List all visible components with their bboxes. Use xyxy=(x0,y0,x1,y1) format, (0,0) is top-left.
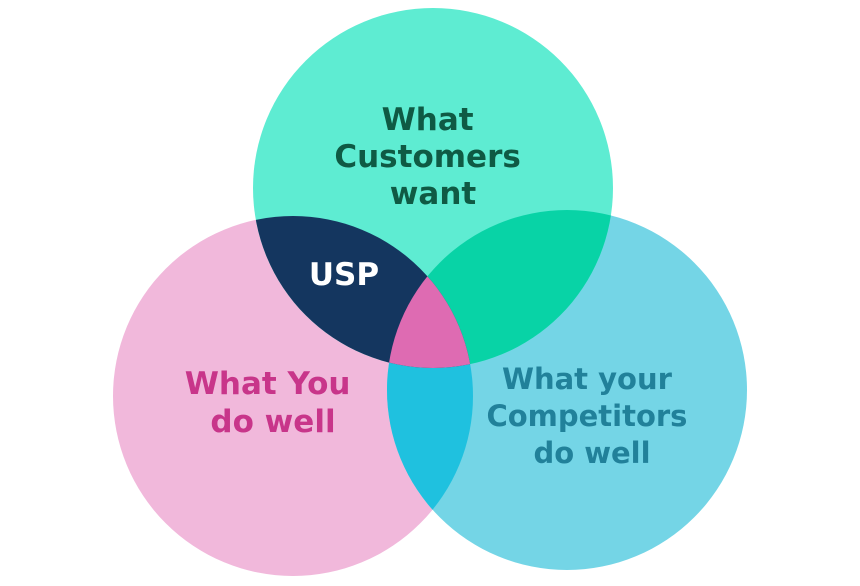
label-line: Competitors xyxy=(486,399,687,433)
label-what-you-do-well: What You do well xyxy=(185,366,362,440)
label-usp: USP xyxy=(309,257,379,293)
label-line: do well xyxy=(210,404,335,440)
label-line: What xyxy=(382,102,474,138)
label-line: What your xyxy=(502,362,673,396)
overlap-usp xyxy=(253,216,473,368)
label-line: Customers xyxy=(334,139,520,175)
overlap-customers-competitors xyxy=(387,210,613,368)
label-line: What You xyxy=(185,366,351,402)
label-what-customers-want: What Customers want xyxy=(334,102,531,212)
label-what-competitors-do-well: What your Competitors do well xyxy=(486,362,697,470)
label-line: want xyxy=(390,176,477,212)
label-line: do well xyxy=(533,436,650,470)
